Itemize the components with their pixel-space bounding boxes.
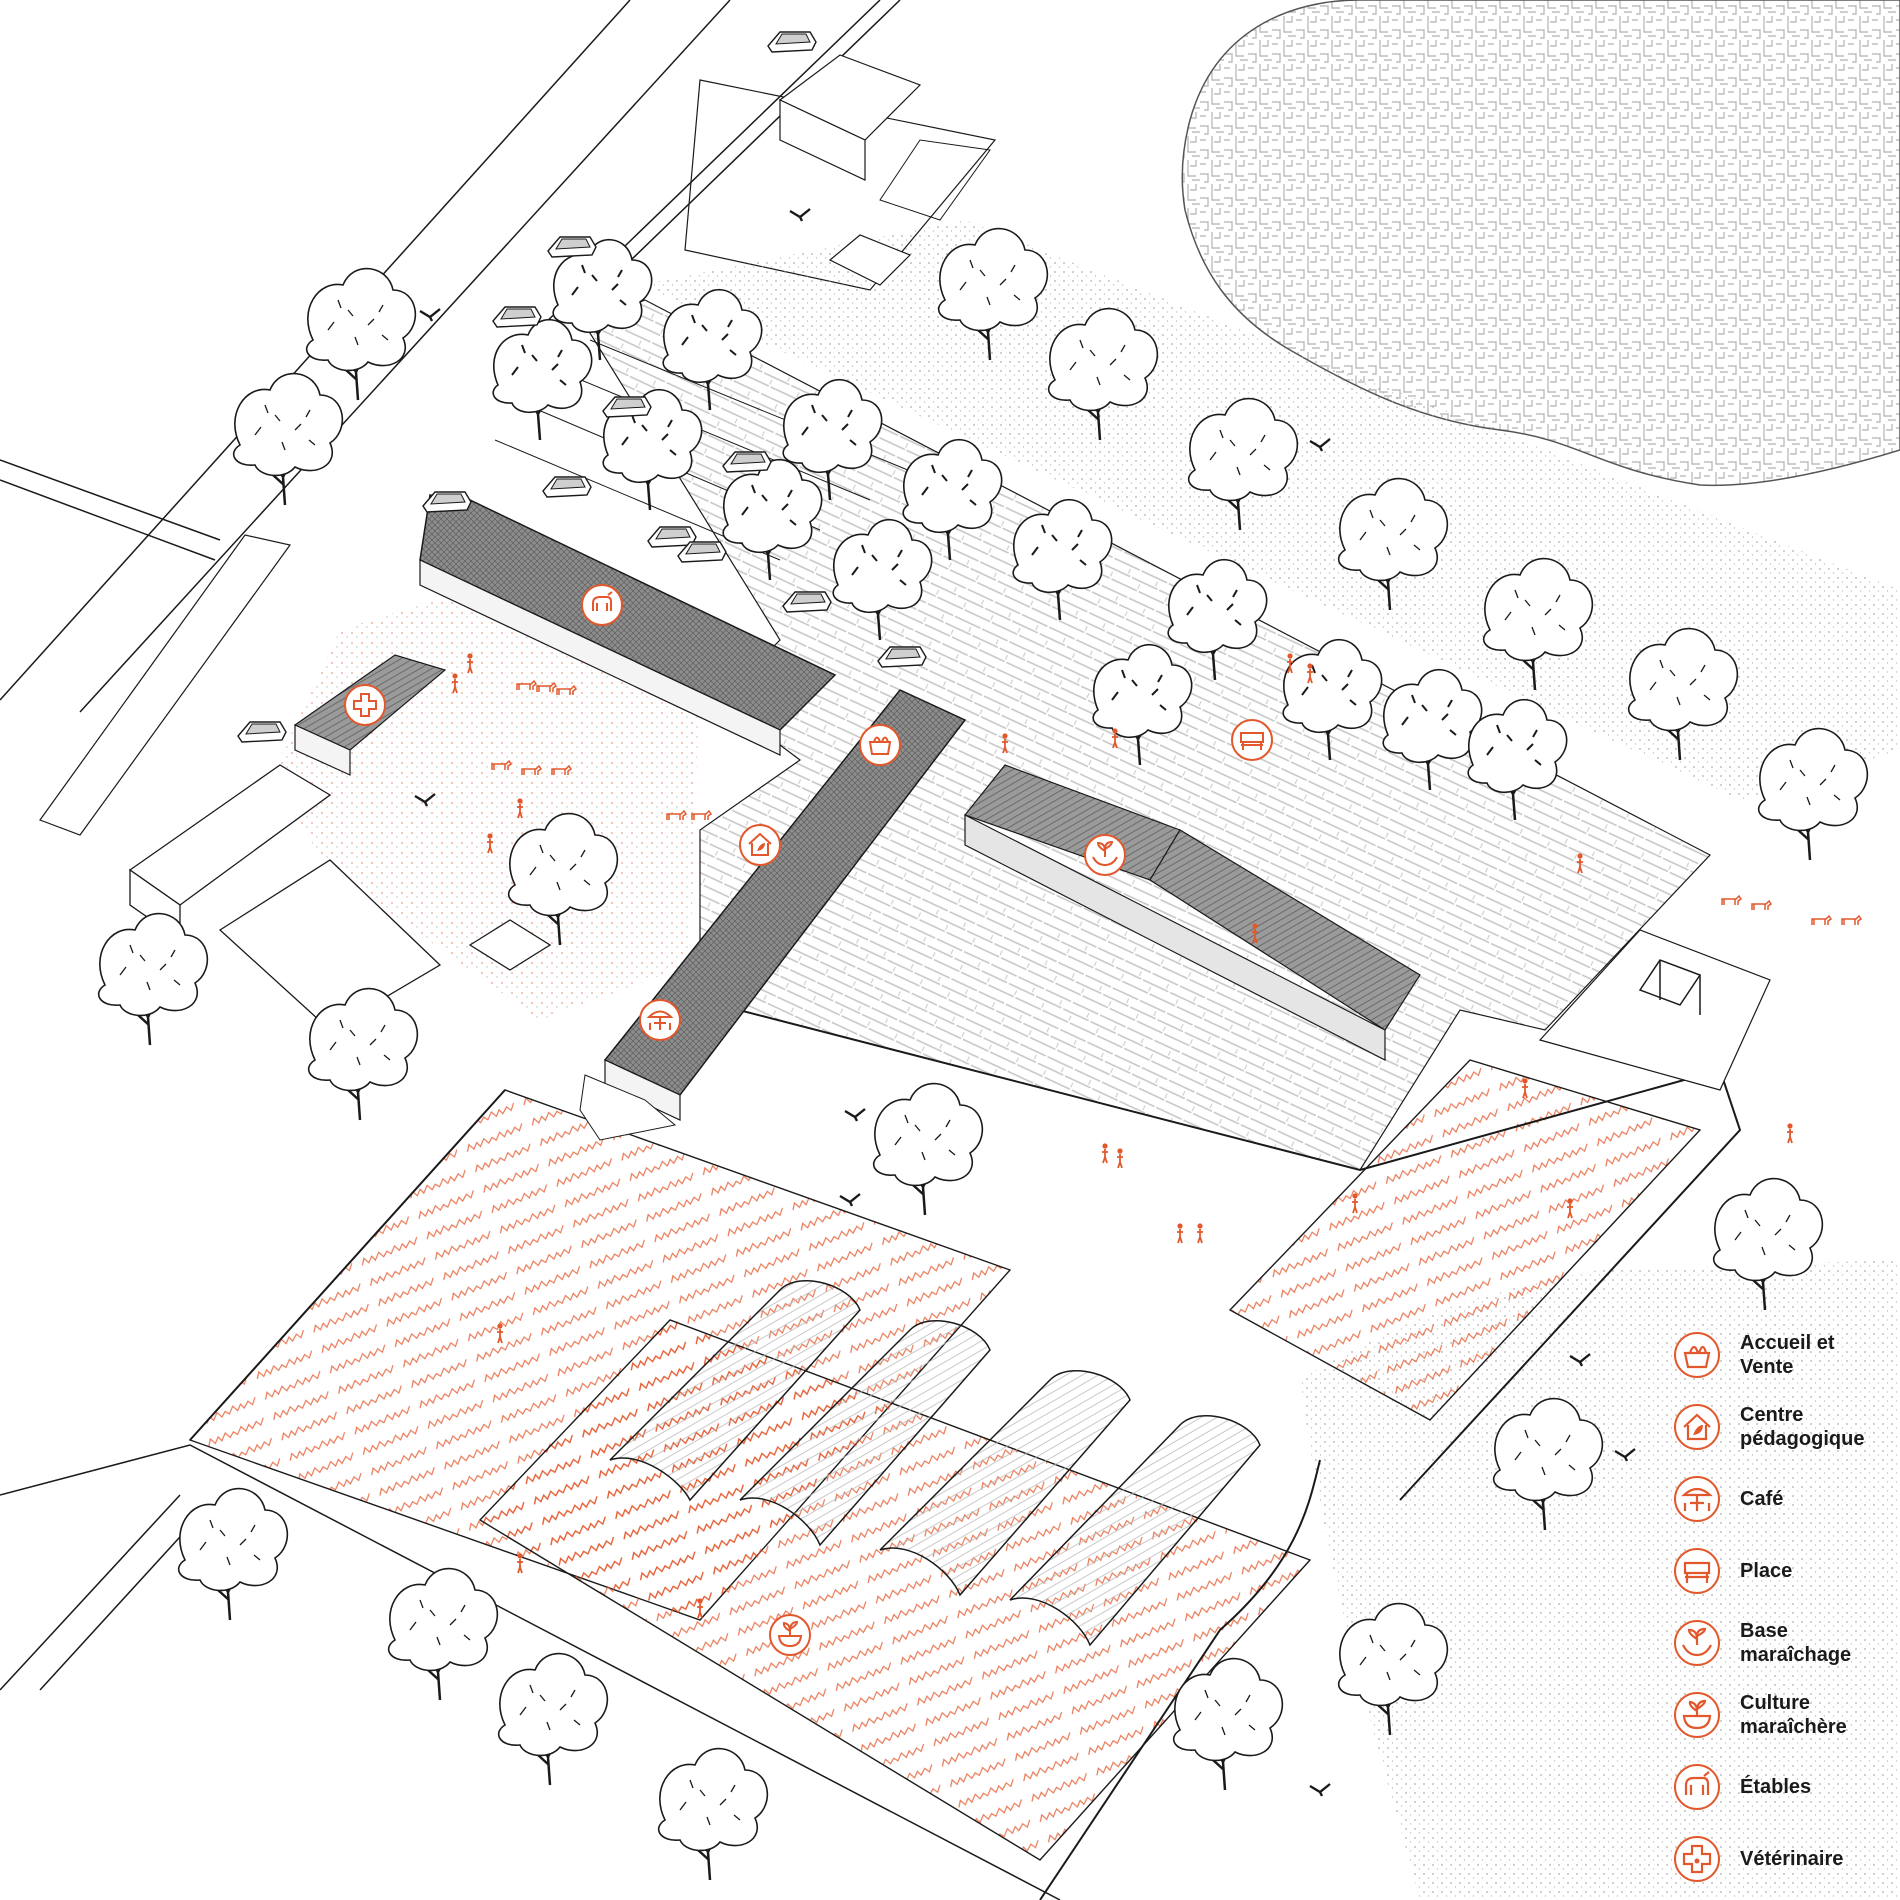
map-icon-vegetable-crops <box>769 1614 811 1656</box>
legend-label: Base maraîchage <box>1740 1620 1852 1666</box>
legend-label: Étables <box>1740 1776 1812 1798</box>
map-icon-cafe <box>639 999 681 1041</box>
house-leaf-icon <box>1674 1404 1720 1450</box>
playground <box>1538 929 1771 1091</box>
water-body <box>1181 0 1900 487</box>
legend-item-cafe: Café <box>1672 1474 1783 1524</box>
legend-item-stables: Étables <box>1672 1762 1811 1812</box>
play-structure <box>1638 959 1702 1015</box>
legend-label: Place <box>1740 1560 1793 1582</box>
map-icon-vet <box>344 684 386 726</box>
bowl-sprout-icon <box>1674 1692 1720 1738</box>
dotted-ground-south <box>1300 1260 1900 1900</box>
legend-item-place: Place <box>1672 1546 1792 1596</box>
map-icon-sheep <box>581 584 623 626</box>
map-icon-shop <box>859 724 901 766</box>
dotted-ground-north <box>640 220 1900 800</box>
sheep-icon <box>1674 1764 1720 1810</box>
cafe-table-icon <box>1674 1476 1720 1522</box>
road-shed <box>39 534 292 836</box>
existing-farmhouse <box>128 764 552 1031</box>
legend-item-market-gardening-base: Base maraîchage <box>1672 1618 1851 1668</box>
map-icon-education <box>739 824 781 866</box>
legend-item-veterinary: Vétérinaire <box>1672 1834 1843 1884</box>
legend-label: Accueil et Vente <box>1740 1332 1835 1378</box>
map-icon-bench <box>1231 719 1273 761</box>
market-hall-building <box>964 764 1421 1061</box>
vet-cross-paw-icon <box>1674 1836 1720 1882</box>
welcome-shop-building <box>579 689 967 1141</box>
shop-basket-icon <box>1674 1332 1720 1378</box>
legend-item-welcome-sale: Accueil et Vente <box>1672 1330 1834 1380</box>
legend-label: Centre pédagogique <box>1740 1404 1865 1450</box>
legend-item-education-centre: Centre pédagogique <box>1672 1402 1864 1452</box>
legend-label: Vétérinaire <box>1740 1848 1844 1870</box>
hands-sprout-icon <box>1674 1620 1720 1666</box>
legend-label: Café <box>1740 1488 1784 1510</box>
map-icon-market-gardening <box>1084 834 1126 876</box>
vegetable-field-east <box>1228 1059 1702 1421</box>
polytunnels <box>609 1280 1261 1647</box>
barn-long-building <box>419 494 837 756</box>
northern-sheds <box>778 54 922 286</box>
legend-item-vegetable-crops: Culture maraîchère <box>1672 1690 1847 1740</box>
bench-icon <box>1674 1548 1720 1594</box>
legend-label: Culture maraîchère <box>1740 1692 1847 1738</box>
